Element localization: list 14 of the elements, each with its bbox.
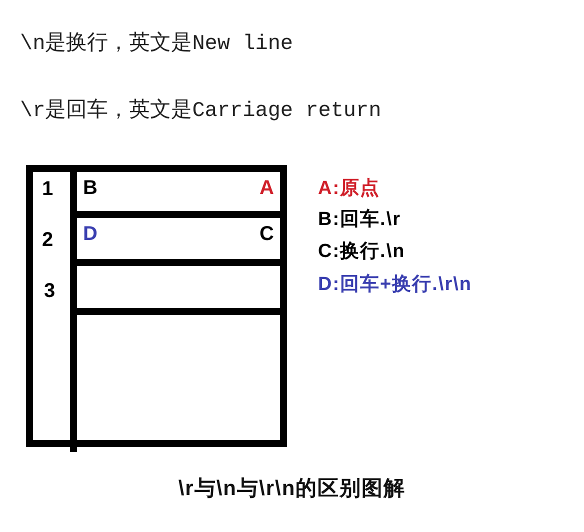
cell-letter: C xyxy=(260,223,274,246)
heading-text: \n是换行，英文是New line xyxy=(20,30,294,56)
cell-letter: D xyxy=(83,223,98,246)
row-number: 2 xyxy=(42,229,54,252)
caption-text: \r与\n与\r\n的区别图解 xyxy=(177,476,407,502)
cell-letter: A xyxy=(260,177,274,200)
row-number: 3 xyxy=(44,280,56,303)
legend-text: B:回车.\r xyxy=(318,208,401,232)
row-number: 1 xyxy=(42,178,54,201)
heading-text: \r是回车，英文是Carriage return xyxy=(20,98,382,123)
legend-text: C:换行.\n xyxy=(318,240,406,264)
cell-letter: B xyxy=(83,177,98,200)
legend-text: D:回车+换行.\r\n xyxy=(318,272,472,297)
legend-text: A:原点 xyxy=(318,176,380,201)
